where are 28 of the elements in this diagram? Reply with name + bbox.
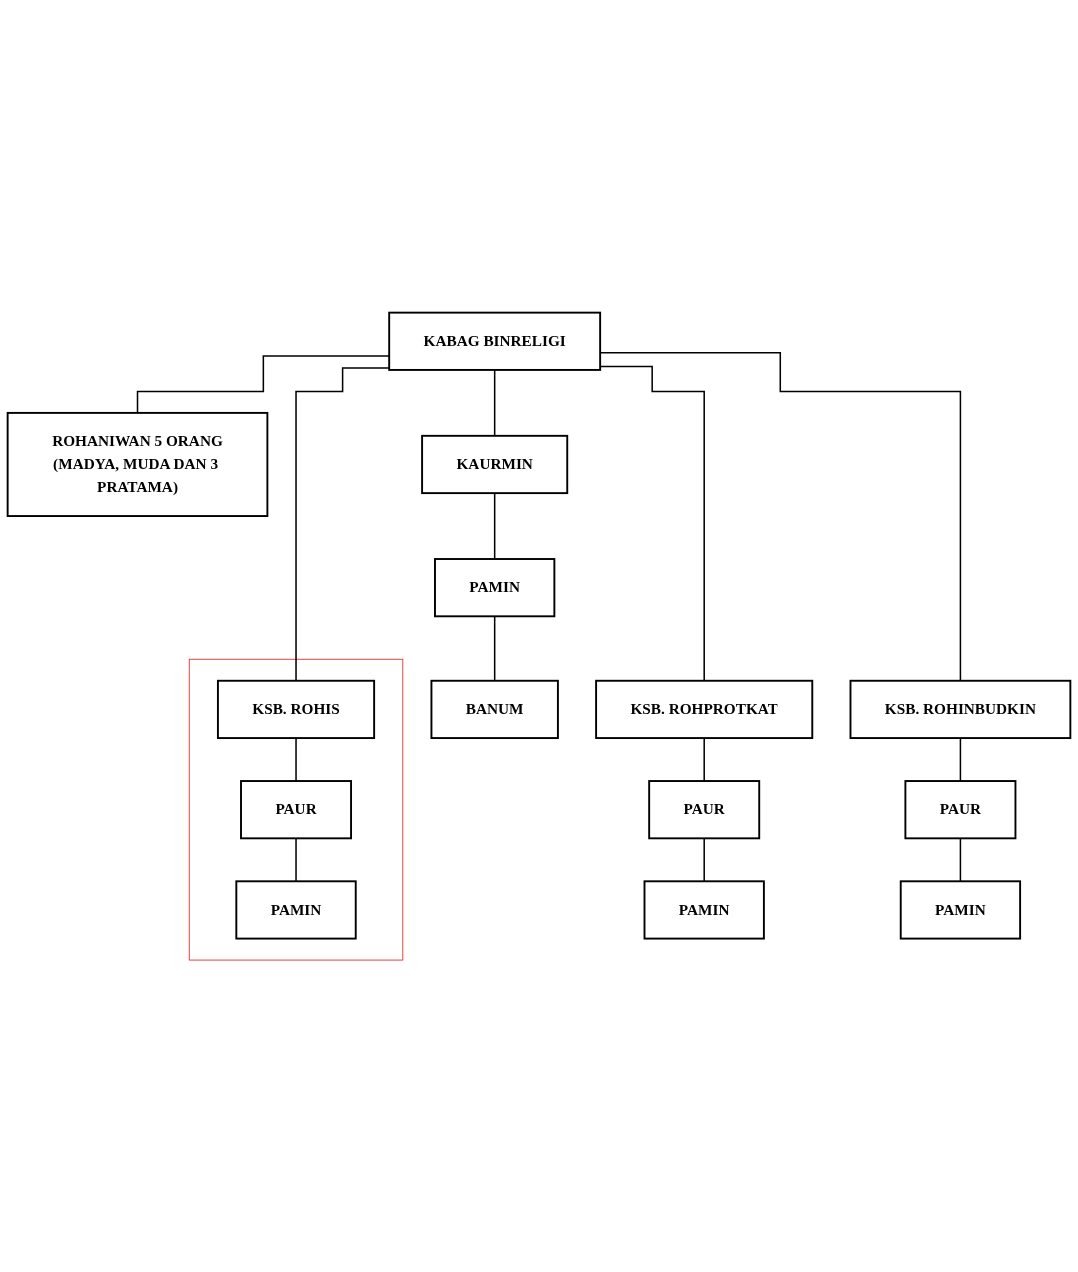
connector [295,736,297,782]
connector [493,492,496,560]
node-box: KSB. ROHIS [216,679,376,739]
node-box: PAMIN [235,880,357,940]
node-box: BANUM [430,679,559,739]
node-box: KAURMIN [421,434,569,494]
node-box: ROHANIWAN 5 ORANG (MADYA, MUDA DAN 3 PRATAMA) [6,411,269,517]
node-box: PAUR [904,779,1017,839]
connector [703,837,705,882]
connector [599,351,962,682]
node-box: KSB. ROHPROTKAT [595,679,814,739]
connector [959,736,962,782]
connector [493,368,496,437]
node-box: KSB. ROHINBUDKIN [849,679,1072,739]
connector [136,354,390,414]
connector [295,366,390,682]
node-box: PAMIN [643,880,765,940]
cluster [188,658,404,961]
connector [295,837,297,882]
node-box: PAMIN [899,880,1022,940]
node-box: KABAG BINRELIGI [388,311,602,371]
node-box: PAMIN [434,557,556,617]
connector [959,837,962,882]
node-box: PAUR [240,779,352,839]
connector [703,736,705,782]
connector [493,615,496,682]
connector [599,365,705,682]
node-box: PAUR [648,779,761,839]
